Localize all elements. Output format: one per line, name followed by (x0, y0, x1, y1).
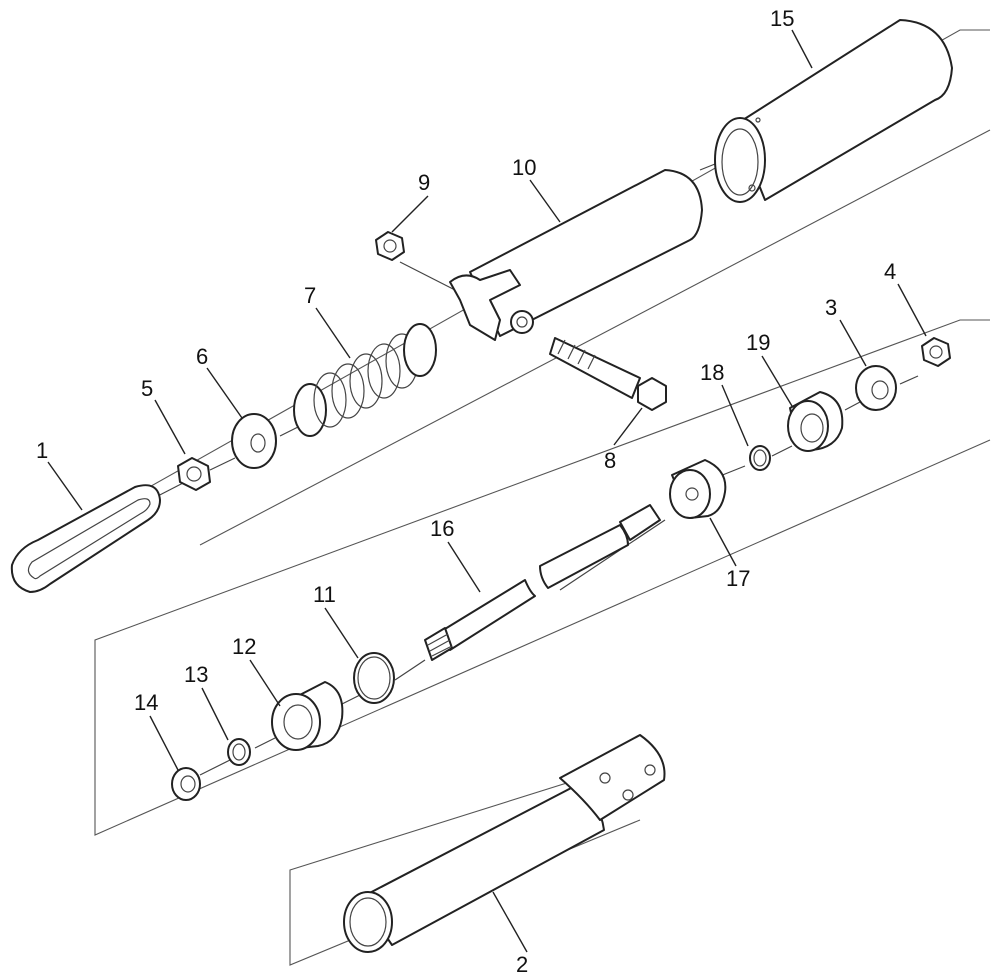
part-7-spring (293, 323, 437, 437)
callout-17: 17 (726, 566, 750, 591)
callout-4: 4 (884, 259, 896, 284)
part-4-hex-nut (921, 337, 951, 367)
part-14-washer (171, 767, 201, 801)
leader-lines (47, 29, 927, 953)
part-3-bushing (855, 365, 897, 411)
callout-labels: 1 2 3 4 5 6 7 8 9 10 11 12 13 14 15 16 1… (36, 6, 896, 977)
part-19-piston (787, 391, 844, 452)
callout-2: 2 (516, 952, 528, 977)
callout-10: 10 (512, 155, 536, 180)
callout-14: 14 (134, 690, 158, 715)
callout-15: 15 (770, 6, 794, 31)
callout-11: 11 (313, 582, 336, 607)
part-16-piston-rod (424, 504, 661, 661)
part-11-o-ring (353, 652, 395, 704)
callout-8: 8 (604, 448, 616, 473)
part-12-gland (271, 681, 344, 751)
part-2-cylinder-barrel (343, 734, 666, 953)
axis-lines (149, 157, 919, 776)
callout-1: 1 (36, 438, 48, 463)
callout-5: 5 (141, 376, 153, 401)
callout-19: 19 (746, 330, 770, 355)
callout-6: 6 (196, 344, 208, 369)
callout-7: 7 (304, 283, 316, 308)
callout-16: 16 (430, 516, 454, 541)
part-9-hex-nut (375, 231, 405, 261)
part-8-bolt (549, 337, 667, 411)
callout-9: 9 (418, 170, 430, 195)
callout-18: 18 (700, 360, 724, 385)
part-17-gland (669, 459, 727, 519)
part-15-outer-tube (714, 19, 953, 203)
callout-13: 13 (184, 662, 208, 687)
part-13-o-ring (227, 738, 251, 766)
middle-assembly-frame (94, 319, 991, 836)
callout-3: 3 (825, 295, 837, 320)
part-18-o-ring (749, 445, 771, 471)
part-5-hex-nut (177, 457, 211, 491)
part-10-upper-tube (449, 169, 703, 341)
callout-12: 12 (232, 634, 256, 659)
part-1-slotted-link (10, 484, 161, 593)
part-6-washer (231, 413, 277, 469)
